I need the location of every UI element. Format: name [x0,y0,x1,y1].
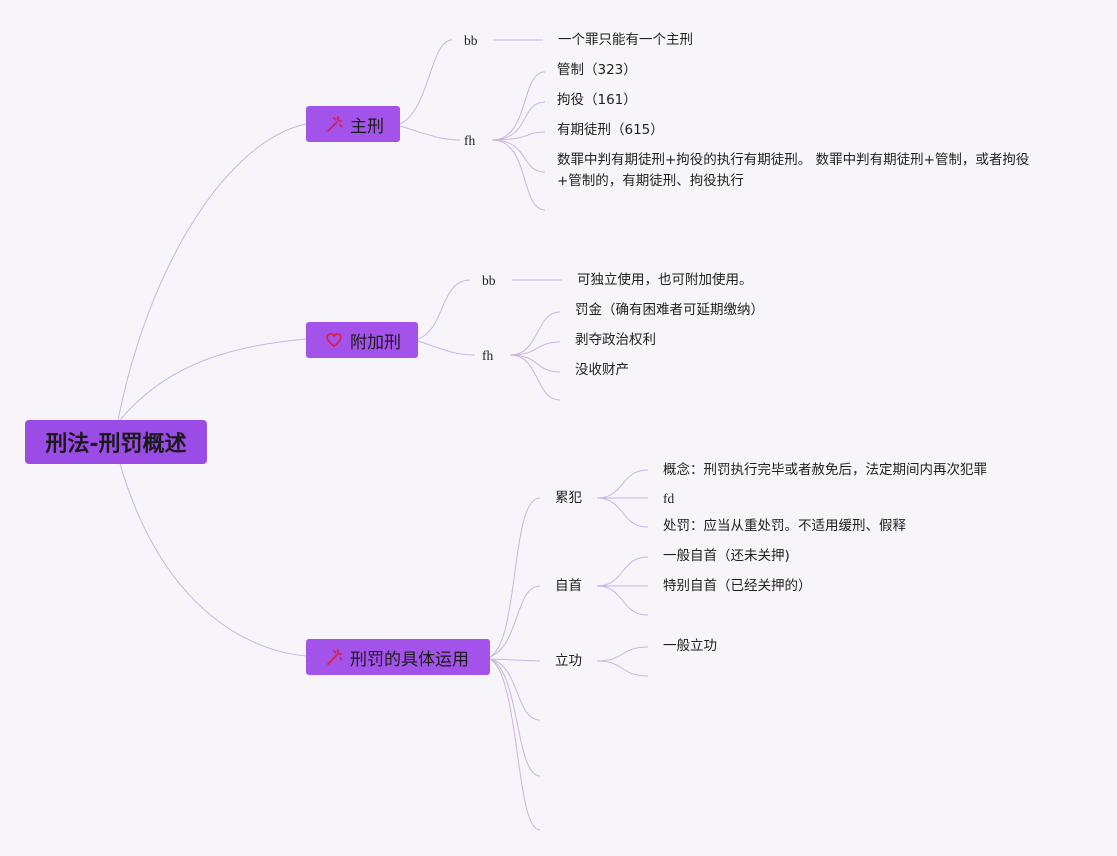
topic-leaf[interactable]: 管制（323） [557,62,637,78]
sparkle-wand-icon [324,114,344,134]
topic-leaf[interactable]: 拘役（161） [557,92,637,108]
topic-recidivism[interactable]: 累犯 [555,490,582,506]
branch-label: 附加刑 [350,332,401,353]
root-topic[interactable]: 刑法-刑罚概述 [25,420,207,464]
topic-leaf[interactable]: 处罚：应当从重处罚。不适用缓刑、假释 [663,518,906,534]
root-topic-label: 刑法-刑罚概述 [45,432,187,457]
topic-leaf[interactable]: 特别自首（已经关押的） [663,578,812,594]
topic-leaf[interactable]: 可独立使用，也可附加使用。 [577,272,753,288]
topic-leaf[interactable]: 剥夺政治权利 [575,332,656,348]
branch-main-penalty[interactable]: 主刑 [306,106,400,142]
topic-leaf[interactable]: 数罪中判有期徒刑+拘役的执行有期徒刑。 数罪中判有期徒刑+管制，或者拘役+管制的… [557,152,1030,189]
branch-additional-penalty[interactable]: 附加刑 [306,322,418,358]
branch-label: 主刑 [350,116,384,137]
topic-meritorious[interactable]: 立功 [555,653,582,669]
branch-label: 刑罚的具体运用 [350,649,469,670]
topic-leaf[interactable]: 一般立功 [663,638,717,654]
topic-bb[interactable]: bb [482,273,496,288]
topic-leaf[interactable]: 一个罪只能有一个主刑 [558,32,693,48]
topic-surrender[interactable]: 自首 [555,578,582,594]
heart-icon [324,330,344,350]
topic-fh[interactable]: fh [464,133,476,148]
topic-fh[interactable]: fh [482,348,494,363]
branch-specific-application[interactable]: 刑罚的具体运用 [306,639,490,675]
topic-leaf[interactable]: 概念：刑罚执行完毕或者赦免后，法定期间内再次犯罪 [663,462,987,478]
topic-bb[interactable]: bb [464,33,478,48]
sparkle-wand-icon [324,647,344,667]
topic-leaf[interactable]: fd [663,491,675,506]
topic-leaf[interactable]: 一般自首（还未关押) [663,548,790,564]
topic-leaf[interactable]: 有期徒刑（615） [557,122,664,138]
topic-leaf[interactable]: 罚金（确有困难者可延期缴纳） [575,302,764,318]
topic-leaf[interactable]: 没收财产 [575,362,629,378]
